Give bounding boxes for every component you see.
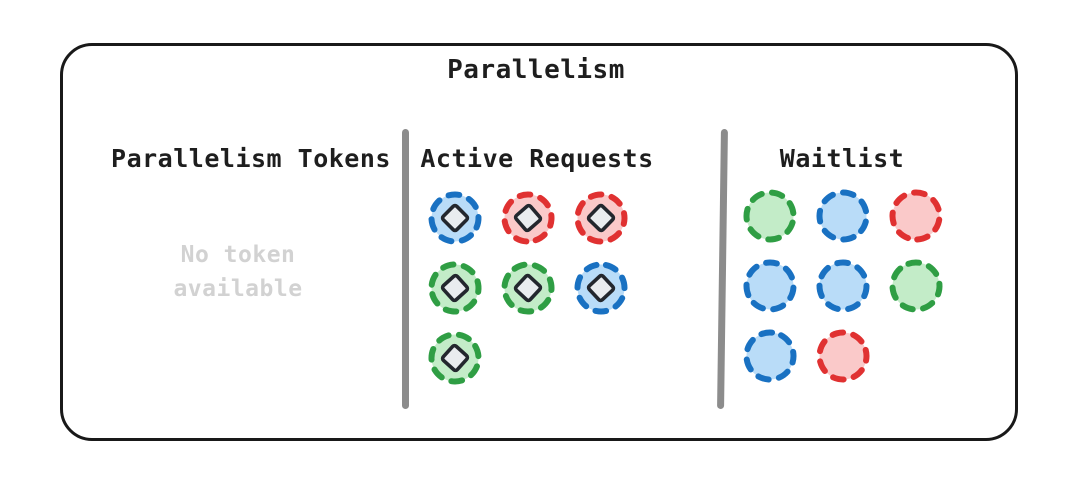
token-row	[423, 256, 633, 320]
request-circle	[743, 189, 797, 243]
token-row	[738, 184, 948, 248]
waitlist-heading: Waitlist	[779, 144, 905, 173]
request-circle-red	[816, 329, 870, 383]
request-circle-red	[889, 189, 943, 243]
request-circle-red-with-token-diamond	[574, 191, 628, 245]
parallelism-tokens-heading: Parallelism Tokens	[111, 144, 391, 173]
request-circle-green-with-token-diamond	[501, 261, 555, 315]
request-circle-green-with-token-diamond	[428, 261, 482, 315]
request-circle	[743, 329, 797, 383]
request-circle	[889, 189, 943, 243]
request-circle	[743, 259, 797, 313]
request-circle-blue	[816, 189, 870, 243]
request-circle-green-with-token-diamond	[428, 331, 482, 385]
token-row	[738, 324, 948, 388]
request-circle	[816, 189, 870, 243]
parallelism-token-diamond-icon	[586, 203, 616, 233]
token-row	[423, 186, 633, 250]
diagram-title: Parallelism	[447, 55, 625, 85]
active-requests-grid	[423, 186, 633, 390]
request-circle	[889, 259, 943, 313]
parallelism-token-diamond-icon	[440, 273, 470, 303]
request-circle	[816, 259, 870, 313]
parallelism-token-diamond-icon	[440, 343, 470, 373]
request-circle-red-with-token-diamond	[501, 191, 555, 245]
request-circle	[816, 329, 870, 383]
request-circle-blue-with-token-diamond	[574, 261, 628, 315]
request-circle-green	[743, 189, 797, 243]
no-token-available-message: No token available	[173, 238, 302, 306]
divider-tokens-active	[402, 129, 409, 409]
request-circle-blue	[743, 259, 797, 313]
active-requests-heading: Active Requests	[420, 144, 654, 173]
no-token-line-2: available	[173, 276, 303, 302]
token-row	[738, 254, 948, 318]
request-circle-blue-with-token-diamond	[428, 191, 482, 245]
waitlist-grid	[738, 184, 948, 388]
parallelism-token-diamond-icon	[513, 203, 543, 233]
parallelism-token-diamond-icon	[440, 203, 470, 233]
request-circle-blue	[816, 259, 870, 313]
parallelism-token-diamond-icon	[513, 273, 543, 303]
token-row	[423, 326, 633, 390]
request-circle-green	[889, 259, 943, 313]
request-circle-blue	[743, 329, 797, 383]
no-token-line-1: No token	[180, 242, 296, 268]
parallelism-token-diamond-icon	[586, 273, 616, 303]
